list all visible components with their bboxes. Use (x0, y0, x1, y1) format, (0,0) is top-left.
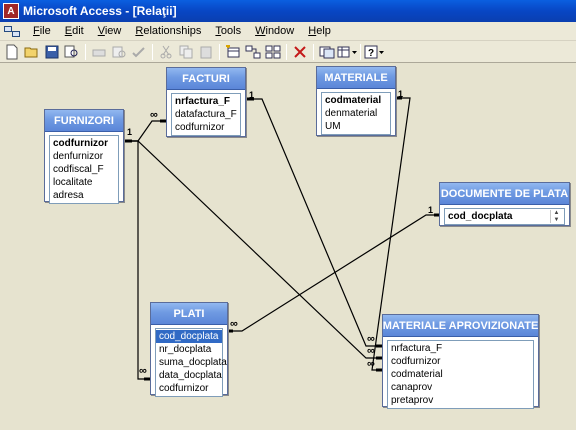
title-bar: A Microsoft Access - [Relaţii] (0, 0, 576, 22)
table-title[interactable]: FURNIZORI (45, 110, 123, 132)
field-item[interactable]: nrfactura_F (391, 343, 443, 354)
paste-icon[interactable] (196, 42, 216, 62)
field-item[interactable]: codfurnizor (175, 122, 225, 133)
field-list: nrfactura_F datafactura_F codfurnizor (171, 93, 241, 136)
field-item-selected[interactable]: cod_docplata (156, 330, 222, 343)
table-materiale[interactable]: MATERIALE codmaterial denmaterial UM (316, 66, 396, 136)
new-object-icon[interactable] (337, 42, 357, 62)
copy-icon[interactable] (176, 42, 196, 62)
field-item[interactable]: denmaterial (325, 108, 378, 119)
cardinality-many: ∞ (139, 365, 147, 377)
table-title[interactable]: PLATI (151, 303, 227, 325)
cardinality-many: ∞ (367, 333, 375, 345)
toolbar: ? (0, 41, 576, 63)
toolbar-separator (152, 43, 153, 60)
relationships-window-icon[interactable] (4, 24, 20, 38)
cardinality-many: ∞ (367, 345, 375, 357)
menu-tools[interactable]: Tools (215, 25, 242, 37)
field-item[interactable]: localitate (53, 177, 93, 188)
field-item[interactable]: codfurnizor (53, 138, 108, 149)
field-item[interactable]: codmaterial (325, 95, 382, 106)
menu-help[interactable]: Help (308, 25, 331, 37)
print-icon[interactable] (89, 42, 109, 62)
field-item[interactable]: nr_docplata (159, 344, 212, 355)
cardinality-one: 1 (428, 205, 434, 215)
scroll-down-icon[interactable]: ▼ (553, 217, 560, 223)
toolbar-separator (313, 43, 314, 60)
field-item[interactable]: data_docplata (159, 370, 222, 381)
field-item[interactable]: adresa (53, 190, 84, 201)
file-search-icon[interactable] (62, 42, 82, 62)
cardinality-many: ∞ (230, 318, 238, 330)
delete-icon[interactable] (290, 42, 310, 62)
window-title: Microsoft Access - [Relaţii] (23, 4, 177, 18)
field-list: nrfactura_F codfurnizor codmaterial cana… (387, 340, 534, 409)
toolbar-separator (286, 43, 287, 60)
cardinality-many: ∞ (367, 358, 375, 370)
field-item[interactable]: cod_docplata (448, 211, 513, 222)
table-plati[interactable]: PLATI cod_docplata nr_docplata suma_docp… (150, 302, 228, 397)
field-list: codfurnizor denfurnizor codfiscal_F loca… (49, 135, 119, 204)
toolbar-separator (219, 43, 220, 60)
help-icon[interactable]: ? (364, 42, 384, 62)
menu-view[interactable]: View (97, 25, 122, 37)
menu-edit[interactable]: Edit (64, 25, 84, 37)
database-window-icon[interactable] (317, 42, 337, 62)
menu-window[interactable]: Window (255, 25, 295, 37)
table-documente-de-plata[interactable]: DOCUMENTE DE PLATA cod_docplata ▲ ▼ (439, 182, 570, 226)
open-icon[interactable] (22, 42, 42, 62)
table-title[interactable]: MATERIALE (317, 67, 395, 89)
cut-icon[interactable] (156, 42, 176, 62)
show-all-icon[interactable] (263, 42, 283, 62)
show-table-icon[interactable] (223, 42, 243, 62)
field-list: codmaterial denmaterial UM (321, 92, 391, 135)
access-app-icon[interactable]: A (3, 3, 19, 19)
field-scroll-control[interactable]: ▲ ▼ (550, 210, 562, 223)
field-item[interactable]: UM (325, 121, 341, 132)
field-list: cod_docplata nr_docplata suma_docplata d… (155, 328, 227, 397)
relationships-canvas[interactable]: 1 ∞ ∞ 1 1 1 ∞ ∞ ∞ ∞ FURNIZORI codfurnizo… (0, 63, 576, 430)
table-materiale-aprovizionate[interactable]: MATERIALE APROVIZIONATE nrfactura_F codf… (382, 314, 539, 409)
table-title[interactable]: FACTURI (167, 68, 245, 90)
svg-text:?: ? (368, 48, 374, 59)
field-item[interactable]: nrfactura_F (175, 96, 231, 107)
toolbar-separator (360, 43, 361, 60)
table-facturi[interactable]: FACTURI nrfactura_F datafactura_F codfur… (166, 67, 246, 137)
table-title[interactable]: MATERIALE APROVIZIONATE (383, 315, 538, 337)
menu-bar: File Edit View Relationships Tools Windo… (0, 22, 576, 41)
table-title[interactable]: DOCUMENTE DE PLATA (440, 183, 569, 205)
table-furnizori[interactable]: FURNIZORI codfurnizor denfurnizor codfis… (44, 109, 124, 204)
show-direct-icon[interactable] (243, 42, 263, 62)
cardinality-one: 1 (249, 90, 255, 100)
cardinality-one: 1 (398, 89, 404, 99)
relationship-lines (124, 96, 442, 381)
cardinality-many: ∞ (150, 109, 158, 121)
field-list: cod_docplata ▲ ▼ (444, 208, 565, 225)
field-item[interactable]: canaprov (391, 382, 433, 393)
field-item[interactable]: codmaterial (391, 369, 443, 380)
print-preview-icon[interactable] (109, 42, 129, 62)
scroll-up-icon[interactable]: ▲ (553, 210, 560, 216)
toolbar-separator (85, 43, 86, 60)
menu-file[interactable]: File (33, 25, 51, 37)
field-item[interactable]: codfurnizor (391, 356, 441, 367)
field-item[interactable]: datafactura_F (175, 109, 237, 120)
field-item[interactable]: suma_docplata (159, 357, 227, 368)
spelling-icon[interactable] (129, 42, 149, 62)
save-icon[interactable] (42, 42, 62, 62)
new-icon[interactable] (2, 42, 22, 62)
field-item[interactable]: codfurnizor (159, 383, 209, 394)
field-item[interactable]: denfurnizor (53, 151, 104, 162)
field-item[interactable]: pretaprov (391, 395, 434, 406)
menu-relationships[interactable]: Relationships (135, 25, 202, 37)
field-item[interactable]: codfiscal_F (53, 164, 104, 175)
relationship-line (124, 140, 152, 380)
cardinality-one: 1 (127, 127, 133, 137)
